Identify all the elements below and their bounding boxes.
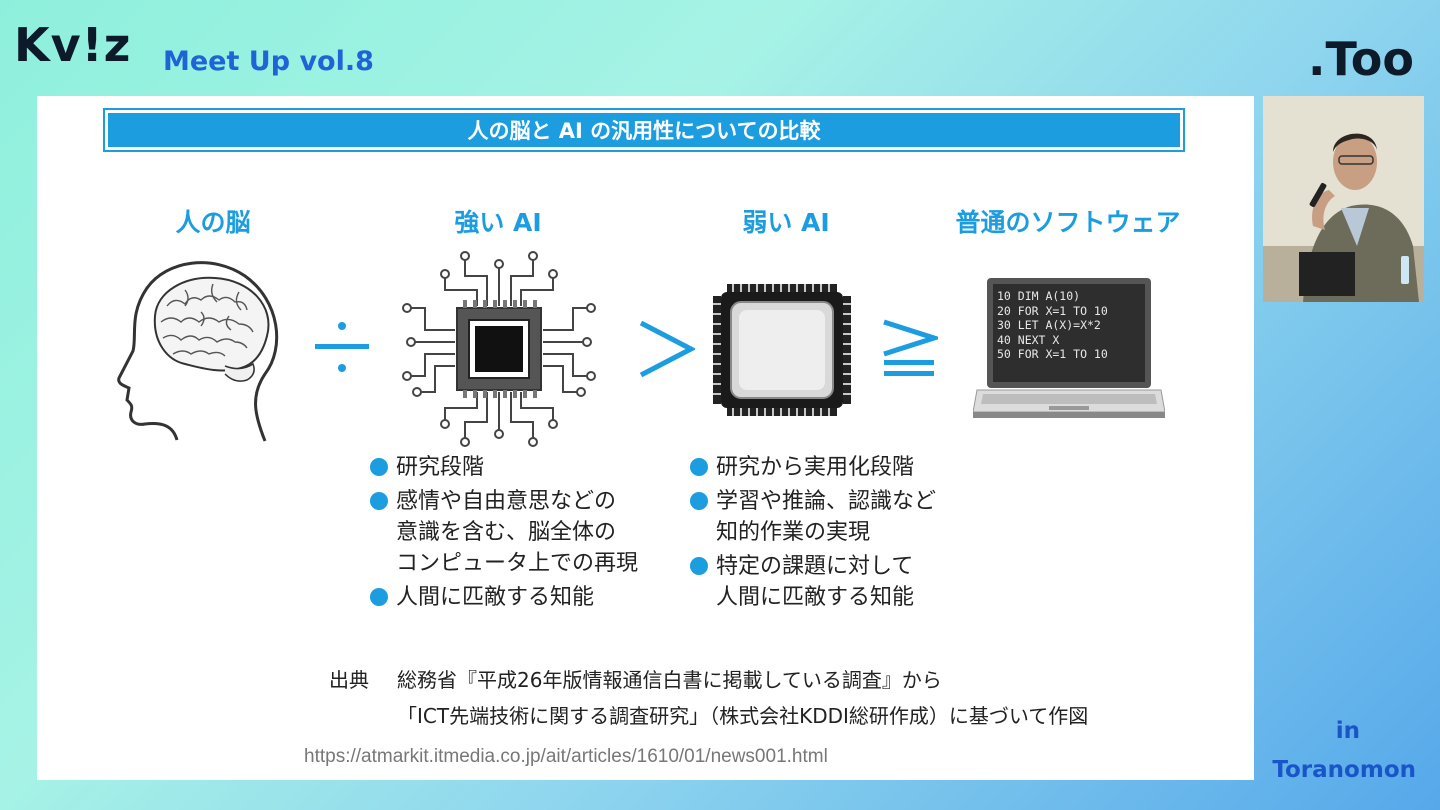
- kviz-logo: Kv!z: [14, 18, 132, 72]
- location-place: Toranomon: [1272, 757, 1416, 783]
- bullet-text: コンピュータ上での再現: [396, 551, 639, 576]
- source-line-2: 「ICT先端技術に関する調査研究」（株式会社KDDI総研作成）に基づいて作図: [397, 704, 1089, 728]
- bullet-text: 人間に匹敵する知能: [396, 585, 595, 610]
- greater-equal-symbol: [883, 319, 938, 376]
- weak-ai-bullets: 研究から実用化段階 学習や推論、認識など 知的作業の実現 特定の課題に対して 人…: [690, 452, 936, 616]
- bullet-text: 学習や推論、認識など: [716, 489, 937, 514]
- bullet-dot: [690, 492, 708, 510]
- column-title-brain: 人の脳: [175, 208, 251, 237]
- location-prefix: in: [1335, 718, 1360, 744]
- source-citation: 出典 総務省『平成26年版情報通信白書に掲載している調査』から 「ICT先端技術…: [329, 662, 1088, 734]
- bullet-dot: [690, 557, 708, 575]
- bullet-text: 知的作業の実現: [716, 520, 871, 545]
- slide: 人の脳と AI の汎用性についての比較 人の脳 強い AI 弱い AI 普通のソ…: [37, 96, 1254, 780]
- speaker-figure: [1263, 96, 1424, 302]
- bullet-dot: [370, 492, 388, 510]
- bullet-dot: [370, 458, 388, 476]
- source-line-1: 総務省『平成26年版情報通信白書に掲載している調査』から: [397, 668, 942, 692]
- circuit-chip-icon: [402, 251, 596, 447]
- bullet-item: 特定の課題に対して 人間に匹敵する知能: [690, 551, 936, 613]
- event-title: Meet Up vol.8: [163, 46, 374, 77]
- approx-equal-symbol: [315, 322, 369, 372]
- banner-title: 人の脳と AI の汎用性についての比較: [108, 113, 1180, 147]
- strong-ai-bullets: 研究段階 感情や自由意思などの 意識を含む、脳全体の コンピュータ上での再現 人…: [370, 452, 638, 616]
- bullet-text: 研究段階: [396, 455, 485, 480]
- too-logo: .Too: [1308, 32, 1414, 86]
- code-line: 10 DIM A(10): [997, 289, 1081, 303]
- column-title-strong-ai: 強い AI: [454, 208, 542, 237]
- chip-icon: [713, 284, 851, 416]
- code-line: 30 LET A(X)=X*2: [997, 318, 1101, 333]
- bullet-text: 研究から実用化段階: [716, 455, 915, 480]
- column-title-weak-ai: 弱い AI: [742, 208, 830, 237]
- bullet-dot: [370, 588, 388, 606]
- bullet-text: 意識を含む、脳全体の: [396, 520, 617, 545]
- source-url: https://atmarkit.itmedia.co.jp/ait/artic…: [304, 746, 828, 767]
- bullet-item: 研究段階: [370, 452, 638, 483]
- slide-banner: 人の脳と AI の汎用性についての比較: [103, 108, 1185, 152]
- code-line: 20 FOR X=1 TO 10: [997, 303, 1108, 318]
- code-line: 50 FOR X=1 TO 10: [997, 347, 1108, 362]
- greater-than-symbol: [639, 320, 695, 378]
- speaker-video: [1263, 96, 1424, 302]
- bullet-item: 人間に匹敵する知能: [370, 582, 638, 613]
- source-label: 出典: [329, 668, 369, 692]
- laptop-code: 10 DIM A(10) 20 FOR X=1 TO 10 30 LET A(X…: [997, 289, 1108, 362]
- bullet-item: 感情や自由意思などの 意識を含む、脳全体の コンピュータ上での再現: [370, 486, 638, 579]
- bullet-text: 特定の課題に対して: [716, 554, 914, 579]
- bullet-dot: [690, 458, 708, 476]
- bullet-item: 研究から実用化段階: [690, 452, 936, 483]
- laptop-icon: [973, 278, 1165, 418]
- brain-head-icon: [117, 261, 279, 442]
- bullet-text: 感情や自由意思などの: [396, 489, 617, 514]
- code-line: 40 NEXT X: [997, 332, 1060, 347]
- column-title-software: 普通のソフトウェア: [955, 208, 1181, 237]
- bullet-text: 人間に匹敵する知能: [716, 585, 915, 610]
- bullet-item: 学習や推論、認識など 知的作業の実現: [690, 486, 936, 548]
